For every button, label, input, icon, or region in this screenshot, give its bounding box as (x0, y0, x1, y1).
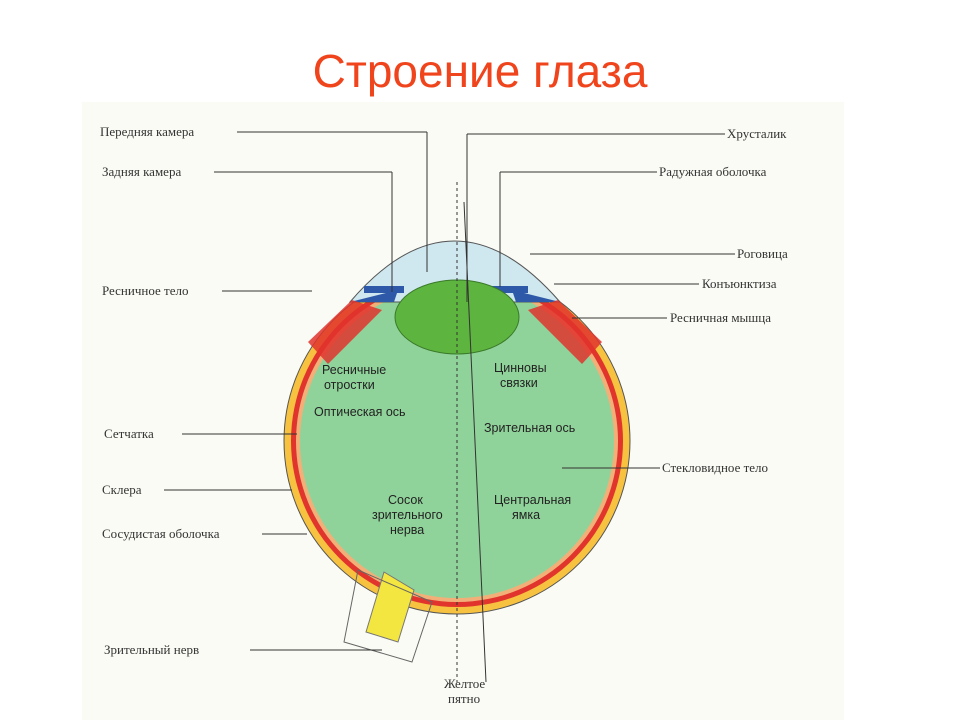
label-ciliary-body: Ресничное тело (102, 283, 188, 298)
inner-label-optic-disc-2: зрительного (372, 508, 443, 522)
inner-label-zonule-2: связки (500, 376, 538, 390)
label-cornea: Роговица (737, 246, 788, 261)
inner-label-optic-disc-1: Сосок (388, 493, 423, 507)
label-anterior-chamber: Передняя камера (100, 124, 194, 139)
eye-diagram: Передняя камера Задняя камера Ресничное … (82, 102, 844, 720)
inner-label-fovea-2: ямка (512, 508, 540, 522)
label-iris: Радужная оболочка (659, 164, 767, 179)
inner-label-optic-disc-3: нерва (390, 523, 424, 537)
iris-band-right (484, 286, 528, 293)
label-conjunctiva: Конъюнктиза (702, 276, 777, 291)
label-choroid: Сосудистая оболочка (102, 526, 220, 541)
ciliary-body-right (528, 300, 602, 364)
visual-axis-line (463, 201, 487, 683)
inner-label-fovea-1: Центральная (494, 493, 571, 507)
label-ciliary-muscle: Ресничная мышца (670, 310, 771, 325)
inner-label-zonule-1: Цинновы (494, 361, 547, 375)
label-posterior-chamber: Задняя камера (102, 164, 181, 179)
label-macula-2: пятно (448, 691, 480, 706)
ciliary-body-left (308, 300, 382, 364)
label-optic-nerve: Зрительный нерв (104, 642, 199, 657)
eye-structure-svg: Передняя камера Задняя камера Ресничное … (100, 124, 788, 706)
inner-label-visual-axis: Зрительная ось (484, 421, 575, 435)
label-retina: Сетчатка (104, 426, 154, 441)
inner-label-ciliary-processes-1: Ресничные (322, 363, 386, 377)
label-lens: Хрусталик (727, 126, 787, 141)
inner-label-ciliary-processes-2: отростки (324, 378, 375, 392)
inner-label-optical-axis: Оптическая ось (314, 405, 406, 419)
page-title: Строение глаза (312, 45, 648, 97)
optic-nerve-sheath (343, 569, 433, 663)
label-sclera: Склера (102, 482, 142, 497)
label-vitreous-body: Стекловидное тело (662, 460, 768, 475)
iris-band-left (364, 286, 404, 293)
label-macula-1: Желтое (444, 676, 485, 691)
